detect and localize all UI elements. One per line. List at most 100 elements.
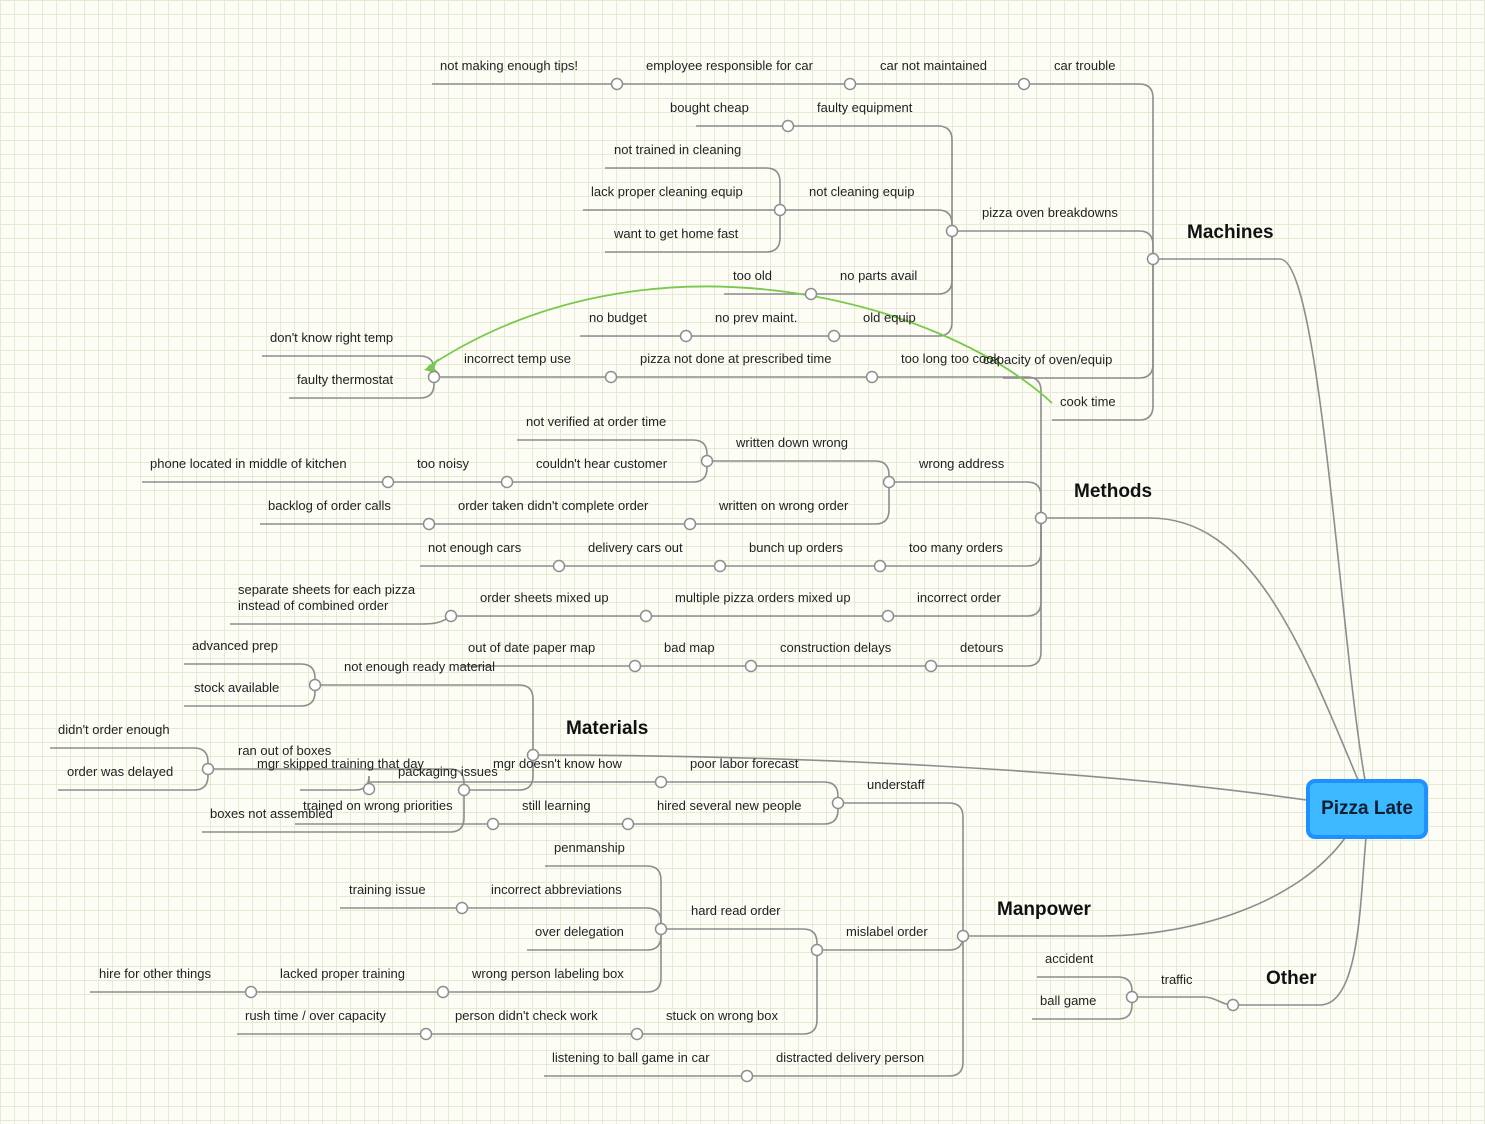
topic-boxes-not-assembled[interactable]: boxes not assembled bbox=[210, 806, 333, 821]
topic-no-prev-maint[interactable]: no prev maint. bbox=[715, 310, 798, 325]
topic-written-wrong-order[interactable]: written on wrong order bbox=[719, 498, 849, 513]
topic-didnt-check[interactable]: person didn't check work bbox=[455, 1008, 598, 1023]
topic-car-not-maintained[interactable]: car not maintained bbox=[880, 58, 987, 73]
branch-manpower[interactable]: Manpower bbox=[997, 899, 1091, 920]
topic-incorrect-order[interactable]: incorrect order bbox=[917, 590, 1001, 605]
connector-line bbox=[202, 790, 465, 833]
topic-capacity-oven[interactable]: capacity of oven/equip bbox=[983, 352, 1113, 367]
topic-not-enough-tips[interactable]: not making enough tips! bbox=[440, 58, 579, 73]
topic-mgr-skipped[interactable]: mgr skipped training that day bbox=[257, 756, 424, 771]
collapse-node bbox=[831, 796, 845, 810]
topic-faulty-thermostat[interactable]: faulty thermostat bbox=[297, 372, 394, 387]
topic-delivery-cars-out[interactable]: delivery cars out bbox=[588, 540, 683, 555]
collapse-node bbox=[683, 517, 697, 531]
branch-methods[interactable]: Methods bbox=[1074, 481, 1153, 502]
topic-not-enough-ready[interactable]: not enough ready material bbox=[344, 659, 496, 674]
topic-too-many-orders[interactable]: too many orders bbox=[909, 540, 1003, 555]
connector-line bbox=[184, 685, 316, 707]
collapse-node bbox=[882, 475, 896, 489]
topic-hired-new[interactable]: hired several new people bbox=[657, 798, 802, 813]
topic-old-equip[interactable]: old equip bbox=[863, 310, 916, 325]
branch-materials[interactable]: Materials bbox=[566, 718, 649, 739]
topic-wrong-person-labeling[interactable]: wrong person labeling box bbox=[472, 966, 624, 981]
collapse-node bbox=[486, 817, 500, 831]
connector-line bbox=[707, 460, 890, 482]
topic-order-taken-incomplete[interactable]: order taken didn't complete order bbox=[458, 498, 649, 513]
topic-trained-wrong[interactable]: trained on wrong priorities bbox=[303, 798, 453, 813]
topic-ball-game[interactable]: ball game bbox=[1040, 993, 1097, 1008]
topic-too-old[interactable]: too old bbox=[733, 268, 773, 283]
topic-couldnt-hear[interactable]: couldn't hear customer bbox=[536, 456, 668, 471]
topic-order-delayed[interactable]: order was delayed bbox=[67, 764, 174, 779]
collapse-node bbox=[628, 659, 642, 673]
topic-written-down-wrong[interactable]: written down wrong bbox=[736, 435, 848, 450]
topic-bought-cheap[interactable]: bought cheap bbox=[670, 100, 749, 115]
topic-backlog-calls[interactable]: backlog of order calls bbox=[268, 498, 391, 513]
topic-phone-middle[interactable]: phone located in middle of kitchen bbox=[150, 456, 347, 471]
topic-detours[interactable]: detours bbox=[960, 640, 1004, 655]
topic-separate-sheets-line2[interactable]: instead of combined order bbox=[238, 598, 389, 613]
topic-employee-responsible[interactable]: employee responsible for car bbox=[646, 58, 813, 73]
topic-distracted[interactable]: distracted delivery person bbox=[776, 1050, 925, 1065]
topic-over-delegation[interactable]: over delegation bbox=[535, 924, 624, 939]
topic-hard-read-order[interactable]: hard read order bbox=[691, 903, 781, 918]
topic-not-enough-cars[interactable]: not enough cars bbox=[428, 540, 522, 555]
topic-rush-time[interactable]: rush time / over capacity bbox=[245, 1008, 386, 1023]
topic-sheets-mixed[interactable]: order sheets mixed up bbox=[480, 590, 609, 605]
topic-training-issue[interactable]: training issue bbox=[349, 882, 426, 897]
topic-mgr-doesnt-know[interactable]: mgr doesn't know how bbox=[493, 756, 622, 771]
topic-accident[interactable]: accident bbox=[1045, 951, 1094, 966]
topic-stock-available[interactable]: stock available bbox=[194, 680, 280, 695]
topic-pizza-oven-breakdowns[interactable]: pizza oven breakdowns bbox=[982, 205, 1118, 220]
topic-too-noisy[interactable]: too noisy bbox=[417, 456, 470, 471]
topic-lack-cleaning-equip[interactable]: lack proper cleaning equip bbox=[591, 184, 743, 199]
topic-incorrect-abbrev[interactable]: incorrect abbreviations bbox=[491, 882, 622, 897]
topic-faulty-equipment[interactable]: faulty equipment bbox=[817, 100, 913, 115]
topic-stuck-wrong-box[interactable]: stuck on wrong box bbox=[666, 1008, 779, 1023]
topic-bunch-up-orders[interactable]: bunch up orders bbox=[749, 540, 843, 555]
topic-traffic[interactable]: traffic bbox=[1161, 972, 1193, 987]
connector-line bbox=[1024, 83, 1154, 259]
topic-cook-time[interactable]: cook time bbox=[1060, 394, 1116, 409]
topic-penmanship[interactable]: penmanship bbox=[554, 840, 625, 855]
topic-out-of-date-map[interactable]: out of date paper map bbox=[468, 640, 596, 655]
topic-dont-know-temp[interactable]: don't know right temp bbox=[270, 330, 394, 345]
collapse-node bbox=[244, 985, 258, 999]
topic-pizza-not-done[interactable]: pizza not done at prescribed time bbox=[640, 351, 832, 366]
connector-line bbox=[289, 377, 435, 399]
collapse-node bbox=[843, 77, 857, 91]
topic-understaff[interactable]: understaff bbox=[867, 777, 925, 792]
branch-other[interactable]: Other bbox=[1266, 968, 1317, 989]
connector-line bbox=[300, 775, 370, 791]
topic-separate-sheets-line1[interactable]: separate sheets for each pizza bbox=[238, 582, 416, 597]
topic-no-budget[interactable]: no budget bbox=[589, 310, 647, 325]
topic-hire-other[interactable]: hire for other things bbox=[99, 966, 212, 981]
topic-no-parts-avail[interactable]: no parts avail bbox=[840, 268, 918, 283]
branch-machines[interactable]: Machines bbox=[1187, 222, 1274, 243]
collapse-node bbox=[630, 1027, 644, 1041]
central-topic-pizza-late[interactable]: Pizza Late bbox=[1306, 779, 1428, 839]
connector-line bbox=[690, 482, 890, 525]
topic-bad-map[interactable]: bad map bbox=[664, 640, 715, 655]
topic-multiple-mixed[interactable]: multiple pizza orders mixed up bbox=[675, 590, 851, 605]
topic-construction-delays[interactable]: construction delays bbox=[780, 640, 892, 655]
topic-didnt-order-enough[interactable]: didn't order enough bbox=[58, 722, 170, 737]
topic-advanced-prep[interactable]: advanced prep bbox=[192, 638, 279, 653]
connector-line bbox=[747, 936, 964, 1077]
topic-too-long-cook[interactable]: too long too cook bbox=[901, 351, 1001, 366]
topic-still-learning[interactable]: still learning bbox=[522, 798, 591, 813]
topic-car-trouble[interactable]: car trouble bbox=[1054, 58, 1116, 73]
topic-not-trained-cleaning[interactable]: not trained in cleaning bbox=[614, 142, 742, 157]
topic-want-home-fast[interactable]: want to get home fast bbox=[614, 226, 739, 241]
topic-not-verified[interactable]: not verified at order time bbox=[526, 414, 667, 429]
topic-lacked-training[interactable]: lacked proper training bbox=[280, 966, 406, 981]
collapse-node bbox=[621, 817, 635, 831]
topic-wrong-address[interactable]: wrong address bbox=[919, 456, 1005, 471]
topic-ran-out-boxes[interactable]: ran out of boxes bbox=[238, 743, 332, 758]
topic-packaging-issues[interactable]: packaging issues bbox=[398, 764, 498, 779]
topic-not-cleaning-equip[interactable]: not cleaning equip bbox=[809, 184, 915, 199]
topic-mislabel-order[interactable]: mislabel order bbox=[846, 924, 928, 939]
topic-poor-labor-forecast[interactable]: poor labor forecast bbox=[690, 756, 799, 771]
topic-listening-ball[interactable]: listening to ball game in car bbox=[552, 1050, 710, 1065]
topic-incorrect-temp[interactable]: incorrect temp use bbox=[464, 351, 571, 366]
